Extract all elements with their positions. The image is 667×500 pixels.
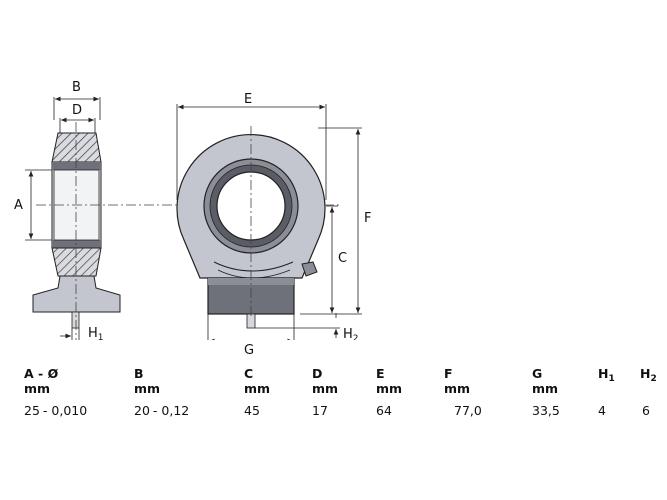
side-view: B D A H1 — [14, 80, 121, 340]
front-pin — [246, 313, 256, 329]
value-g: 33,5 — [532, 403, 560, 418]
dim-e-label: E — [244, 92, 252, 107]
value-b: 20- 0,12 — [134, 403, 190, 418]
front-view: E F C H2 — [176, 92, 371, 340]
dim-f-label: F — [364, 211, 371, 226]
value-c: 45 — [244, 403, 260, 418]
value-h2: 6 — [642, 403, 650, 418]
dim-d-label: D — [72, 103, 82, 118]
dim-h2-label: H2 — [343, 327, 359, 340]
side-housing-top — [51, 132, 102, 163]
grease-nipple — [301, 261, 318, 277]
value-a: 25- 0,010 — [24, 403, 88, 418]
value-h1: 4 — [598, 403, 606, 418]
side-base — [32, 275, 121, 313]
dim-c-label: C — [338, 251, 347, 266]
dim-a-label: A — [14, 198, 23, 213]
value-d: 17 — [312, 403, 328, 418]
front-groove — [213, 261, 294, 272]
col-header-h2: H2 — [640, 366, 657, 384]
dim-b-label: B — [72, 80, 81, 95]
side-housing-bottom — [51, 247, 102, 277]
dim-h1-label: H1 — [88, 326, 104, 340]
col-header-h1: H1 — [598, 366, 615, 384]
value-e: 64 — [376, 403, 392, 418]
value-f: 77,0 — [454, 403, 482, 418]
side-pin — [71, 311, 80, 329]
technical-drawing: B D A H1 E — [14, 80, 371, 340]
dim-g-label: G — [244, 343, 255, 358]
